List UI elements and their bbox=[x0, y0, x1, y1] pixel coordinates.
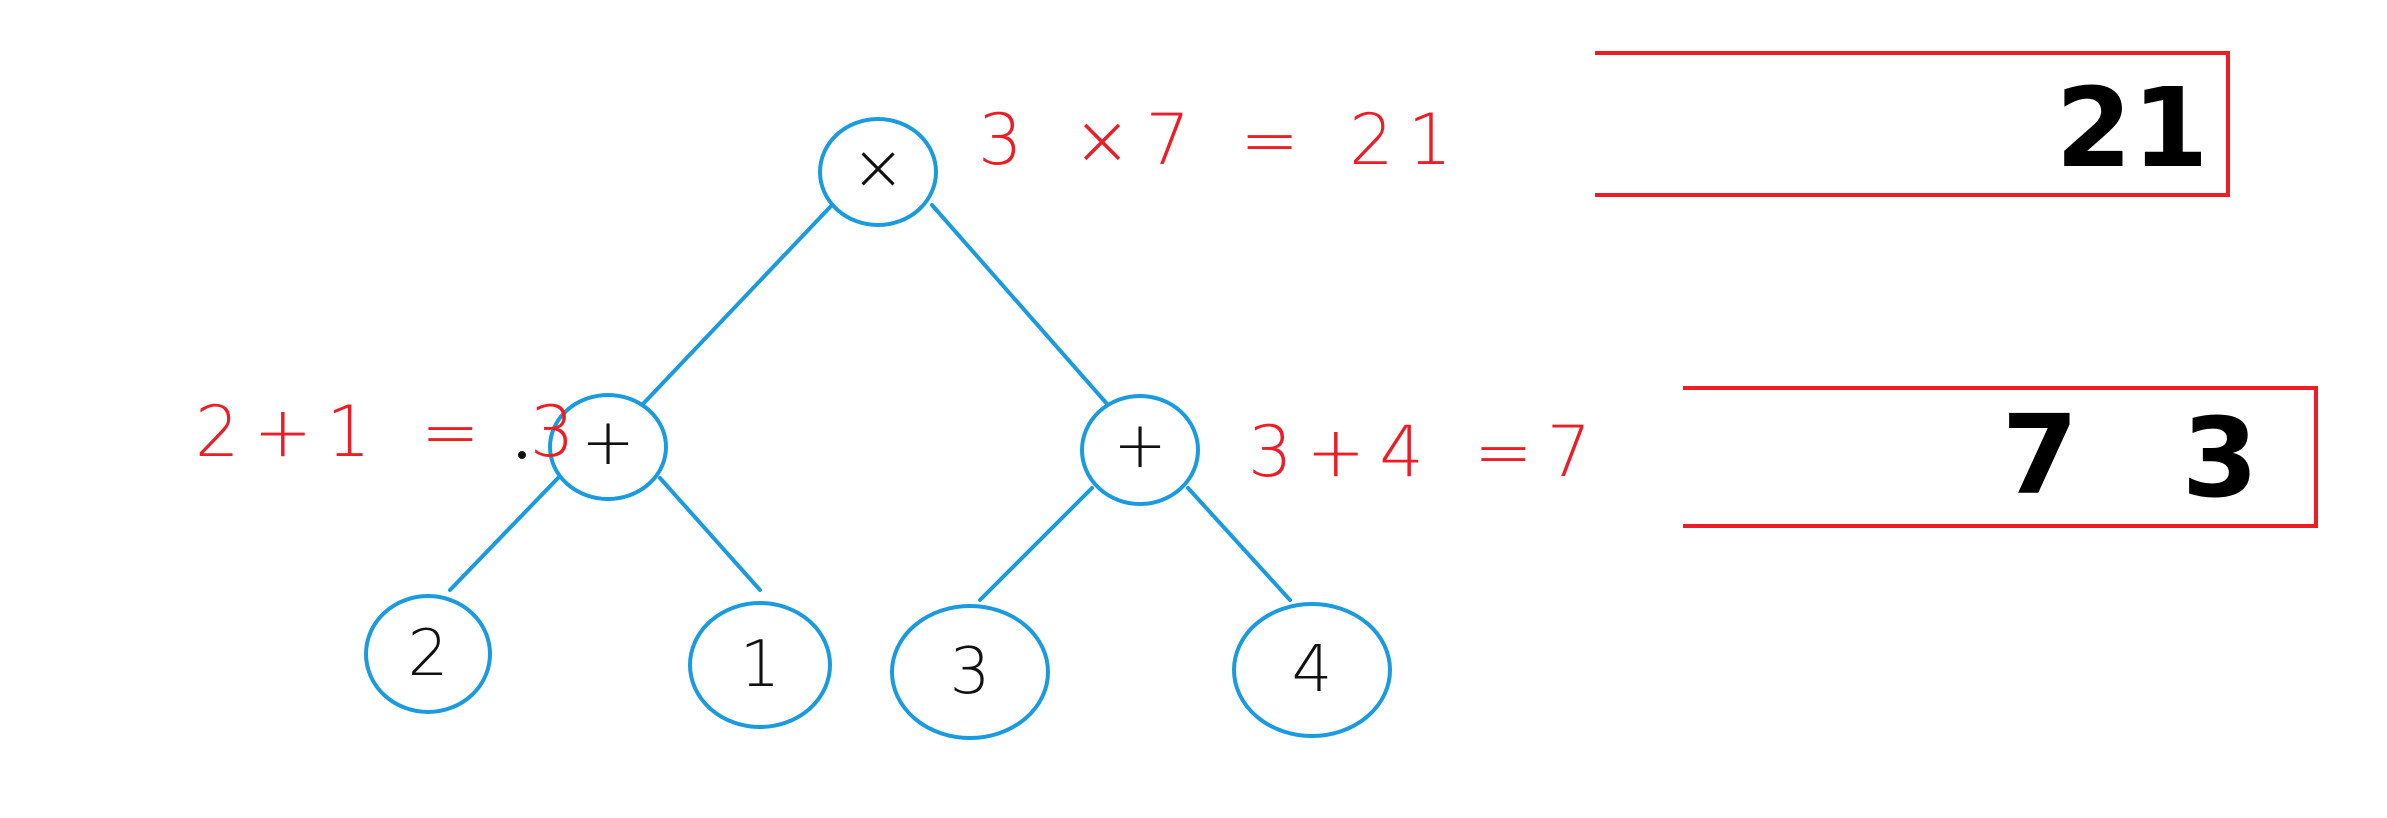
node-right-plus bbox=[1080, 394, 1200, 506]
edge-root-right bbox=[930, 203, 1110, 407]
edge-left-leaf1 bbox=[658, 476, 762, 592]
annotation-right: 3+4 =7 bbox=[1248, 411, 1605, 493]
edge-right-leaf4 bbox=[1186, 486, 1292, 602]
annotation-left: 2+1 = 3 bbox=[195, 391, 588, 473]
stack-value-3: 3 bbox=[2182, 394, 2259, 522]
stack-value-7: 7 bbox=[2002, 391, 2079, 519]
stray-dot bbox=[518, 451, 526, 459]
leaf-label-3: 3 bbox=[950, 635, 991, 709]
node-left-label: + bbox=[581, 406, 635, 480]
leaf-node-1 bbox=[688, 601, 832, 729]
annotation-root: 3 ×7 = 21 bbox=[978, 99, 1466, 181]
leaf-label-1: 1 bbox=[740, 628, 781, 702]
edge-right-leaf3 bbox=[978, 486, 1094, 602]
edge-left-leaf2 bbox=[448, 476, 560, 592]
leaf-label-2: 2 bbox=[408, 617, 449, 691]
node-left-plus bbox=[548, 393, 668, 501]
leaf-node-3 bbox=[890, 604, 1050, 740]
edge-root-left bbox=[640, 203, 834, 407]
leaf-node-2 bbox=[364, 594, 492, 714]
stack-box-bottom bbox=[1683, 386, 2318, 528]
leaf-node-4 bbox=[1232, 602, 1392, 738]
leaf-label-4: 4 bbox=[1292, 633, 1333, 707]
node-right-label: + bbox=[1113, 409, 1167, 483]
stack-box-top bbox=[1595, 51, 2230, 197]
node-root bbox=[818, 117, 938, 227]
stack-value-21: 21 bbox=[2055, 64, 2208, 192]
node-root-label: × bbox=[851, 131, 905, 205]
